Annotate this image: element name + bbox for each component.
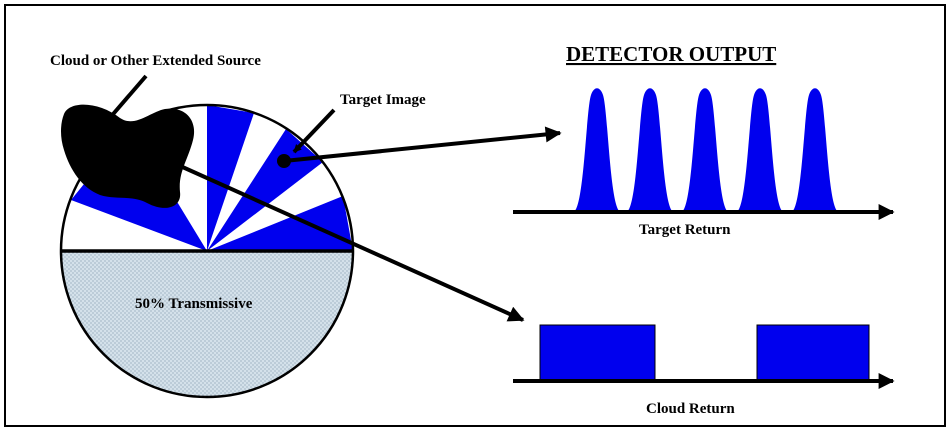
reticle-blade	[207, 105, 254, 251]
target-pulse	[626, 88, 674, 212]
reticle-blade	[207, 196, 353, 251]
target-return-label: Target Return	[639, 222, 731, 238]
figure-border	[4, 4, 946, 427]
target-pointer-arrow	[292, 108, 336, 154]
cloud-return-pulses	[539, 324, 870, 382]
detector-output-title: DETECTOR OUTPUT	[566, 42, 776, 66]
target-pulse	[791, 88, 839, 212]
cloud-source-label: Cloud or Other Extended Source	[50, 53, 261, 69]
target-return-pulses	[573, 88, 839, 212]
reticle	[59, 103, 355, 399]
cloud-return-label: Cloud Return	[646, 401, 735, 417]
cloud-pointer-arrow	[106, 74, 148, 122]
transmissive-half	[61, 251, 353, 397]
cloud-to-output-arrow	[177, 163, 525, 322]
cloud-pulse	[756, 324, 870, 382]
target-image-label: Target Image	[340, 92, 426, 108]
target-pulse	[573, 88, 621, 212]
target-to-output-arrow	[283, 126, 562, 163]
transmissive-label: 50% Transmissive	[135, 296, 253, 312]
cloud-pulse	[539, 324, 656, 382]
target-pulse	[736, 88, 784, 212]
target-pulse	[681, 88, 729, 212]
cloud-blob-icon	[61, 104, 195, 208]
